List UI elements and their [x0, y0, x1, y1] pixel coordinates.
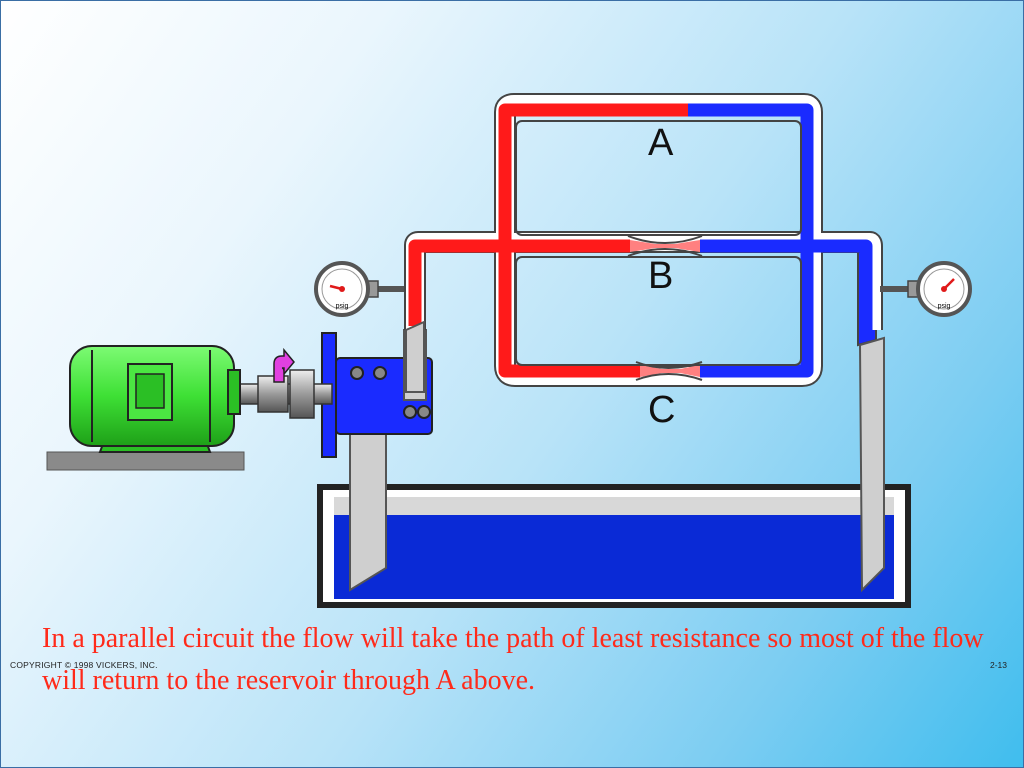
rotation-arrow — [273, 347, 295, 383]
branch-label-b: B — [648, 255, 673, 297]
left-pressure-gauge: psig — [314, 261, 404, 317]
left-gauge-unit: psig — [336, 303, 349, 310]
reservoir — [317, 484, 911, 608]
reservoir-oil — [334, 515, 894, 599]
pipe-network — [404, 93, 883, 393]
slide-caption: In a parallel circuit the flow will take… — [42, 623, 984, 696]
electric-motor — [46, 345, 245, 471]
right-pressure-gauge: psig — [880, 261, 972, 317]
orifice-c — [635, 361, 703, 381]
branch-label-c: C — [648, 389, 675, 431]
right-gauge-unit: psig — [938, 303, 951, 310]
slide-number: 2-13 — [990, 660, 1008, 670]
branch-label-a: A — [648, 122, 674, 164]
orifice-b — [627, 235, 703, 257]
copyright-notice: COPYRIGHT © 1998 VICKERS, INC. — [10, 660, 158, 670]
coupling — [231, 369, 333, 419]
